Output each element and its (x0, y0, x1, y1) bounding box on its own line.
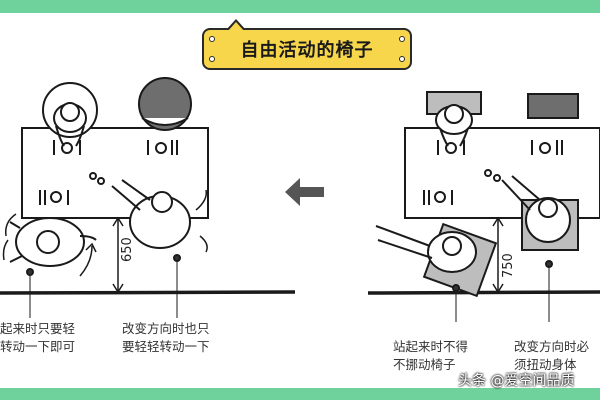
chair-top-right-right (527, 93, 579, 119)
place-setting-top-right-right (531, 140, 563, 155)
place-setting-top-left (53, 140, 81, 155)
place-setting-top-right (147, 140, 178, 155)
watermark: 头条 @爱空间品质 (458, 373, 575, 389)
caption-right-1: 站起来时不得 不挪动椅子 (393, 339, 469, 372)
floor-line-right (367, 290, 600, 295)
chair-top-right (138, 77, 192, 131)
dimension-label-left: 650 (120, 237, 135, 262)
bottom-band (0, 388, 600, 400)
left-scene (0, 77, 296, 318)
person-bottom-right (151, 191, 173, 213)
caption-right-2: 改变方向时必 须扭动身体 (514, 339, 590, 372)
person-bottom-left (36, 230, 60, 254)
direction-arrow-icon (285, 178, 324, 206)
badge-notch-fill (228, 22, 244, 31)
place-setting-top-left-right (437, 140, 465, 155)
top-band (0, 0, 600, 13)
title-badge: 自由活动的椅子 (202, 19, 412, 70)
dimension-label-right: 750 (501, 253, 516, 278)
badge-rivet-icon (209, 36, 215, 42)
badge-rivet-icon (399, 56, 405, 62)
badge-rivet-icon (399, 36, 405, 42)
floor-line-left (0, 290, 296, 295)
place-setting-bottom-left-right (423, 190, 453, 205)
caption-left-1: 起来时只要轻 转动一下即可 (0, 321, 76, 354)
badge-rivet-icon (209, 56, 215, 62)
page-title: 自由活动的椅子 (240, 40, 374, 61)
caption-left-2: 改变方向时也只 要轻轻转动一下 (122, 321, 210, 354)
right-scene (367, 91, 600, 322)
place-setting-bottom-left (39, 190, 69, 205)
